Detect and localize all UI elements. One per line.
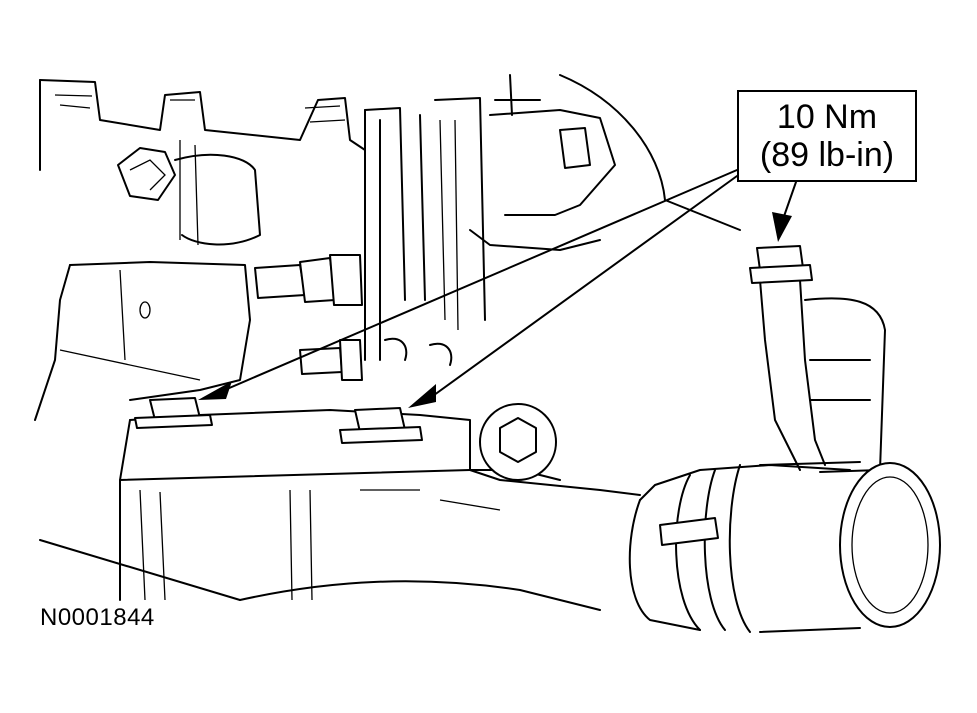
torque-callout-box: 10 Nm (89 lb-in) (737, 90, 917, 182)
callout-leaders (198, 169, 797, 408)
left-housing (34, 261, 251, 421)
bolt-center (339, 407, 423, 444)
arrowhead-left (198, 381, 232, 400)
main-bracket (364, 74, 741, 361)
arrowhead-right (772, 212, 792, 242)
hex-bolt-upper-left (117, 147, 261, 246)
upper-bracket (39, 79, 366, 246)
hex-plug (479, 403, 557, 481)
coolant-pipe (628, 461, 941, 633)
torque-value-metric: 10 Nm (776, 98, 878, 136)
arrowhead-center (408, 384, 436, 408)
figure-id: N0001844 (40, 604, 155, 631)
right-bracket (759, 279, 886, 473)
bolt-left (134, 397, 213, 429)
hose-fittings (254, 254, 453, 381)
torque-value-imperial: (89 lb-in) (759, 136, 895, 174)
bolt-right (749, 245, 813, 284)
